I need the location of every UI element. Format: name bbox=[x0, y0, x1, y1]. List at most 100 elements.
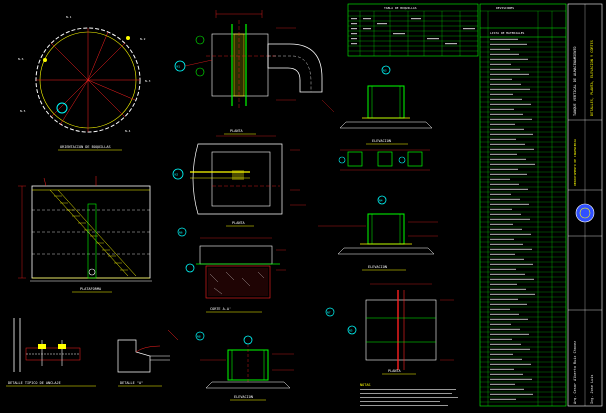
logo-seal bbox=[575, 203, 595, 223]
materials-row-text bbox=[490, 178, 510, 180]
elevation-view-title: PLATAFORMA bbox=[80, 287, 102, 291]
materials-row-text bbox=[490, 113, 523, 115]
materials-row-text bbox=[490, 98, 522, 100]
materials-row-text bbox=[490, 193, 511, 195]
materials-row-text bbox=[490, 173, 527, 175]
nozzle-n3-elevation-view: N3 ELEVACION bbox=[338, 65, 433, 171]
materials-row-text bbox=[490, 308, 510, 310]
anchor-detail-title: DETALLE TIPICO DE ANCLAJE bbox=[8, 381, 61, 385]
nozzle-elev-a-title: ELEVACION bbox=[372, 139, 391, 143]
materials-row-text bbox=[490, 138, 516, 140]
materials-row-text bbox=[490, 198, 520, 200]
svg-text:N-4: N-4 bbox=[125, 129, 131, 133]
materials-row-text bbox=[490, 258, 524, 260]
detail-a-title: DETALLE "A" bbox=[120, 381, 143, 385]
orientation-view-title: ORIENTACION DE BOQUILLAS bbox=[60, 145, 111, 149]
materials-list-table: REVISIONES LISTA DE MATERIALES bbox=[479, 3, 567, 407]
materials-row-text bbox=[490, 163, 535, 165]
nozzle-table: TABLA DE BOQUILLAS bbox=[347, 3, 479, 57]
nozzle-n4-elevation-view: N4 ELEVACION bbox=[318, 195, 438, 271]
section-a-a-view: CORTE A-A' bbox=[185, 237, 286, 313]
title-block-drawn-by: Ing. Jose Luis bbox=[590, 374, 594, 404]
tag-n7: N7 bbox=[327, 311, 331, 315]
materials-row-text bbox=[490, 148, 534, 150]
materials-row-text bbox=[490, 303, 527, 305]
materials-row-text bbox=[490, 63, 511, 65]
nozzle-n1-plan-view: N5 PLANTA bbox=[347, 283, 454, 375]
nozzle-plan-middle-view: N2 PLANTA bbox=[172, 135, 306, 227]
svg-text:N-1: N-1 bbox=[66, 15, 72, 19]
tag-n1: N1 bbox=[177, 65, 181, 69]
nozzle-n1-plan-title: PLANTA bbox=[388, 369, 402, 373]
materials-row-text bbox=[490, 328, 520, 330]
materials-row-text bbox=[490, 268, 516, 270]
materials-row-text bbox=[490, 53, 519, 55]
materials-row-text bbox=[490, 243, 523, 245]
materials-row-text bbox=[490, 368, 514, 370]
materials-row-text bbox=[490, 333, 529, 335]
title-block-content: DETALLES, PLANTA, ELEVACION Y CORTES bbox=[590, 40, 594, 116]
manhole-elevation-view: ELEVACION bbox=[200, 335, 294, 401]
materials-row-text bbox=[490, 78, 512, 80]
nozzle-plan-b-title: PLANTA bbox=[232, 221, 246, 225]
materials-row-text bbox=[490, 43, 527, 45]
materials-row-text bbox=[490, 48, 510, 50]
materials-row-text bbox=[490, 373, 523, 375]
tag-callouts: N6 N7 N8 bbox=[177, 227, 335, 341]
materials-row-text bbox=[490, 323, 511, 325]
materials-row-text bbox=[490, 378, 532, 380]
title-block-department: DEPARTAMENTO DE INGENIERIA bbox=[573, 139, 577, 186]
nozzle-elev-b-title: ELEVACION bbox=[368, 265, 387, 269]
nozzle-orientation-view: N-1N-2N-3 N-4N-5N-6 ORIENTACION DE BOQUI… bbox=[18, 15, 151, 151]
nozzle-table-title: TABLA DE BOQUILLAS bbox=[384, 6, 417, 10]
materials-row-text bbox=[490, 213, 521, 215]
materials-row-text bbox=[490, 298, 518, 300]
materials-row-text bbox=[490, 83, 521, 85]
materials-row-text bbox=[490, 363, 531, 365]
materials-row-text bbox=[490, 203, 529, 205]
materials-row-text bbox=[490, 393, 533, 395]
materials-row-text bbox=[490, 93, 513, 95]
materials-row-text bbox=[490, 353, 513, 355]
materials-row-text bbox=[490, 358, 522, 360]
materials-row-text bbox=[490, 168, 518, 170]
materials-row-text bbox=[490, 188, 528, 190]
materials-row-text bbox=[490, 343, 521, 345]
notes-block: NOTAS bbox=[360, 383, 458, 406]
materials-row-text bbox=[490, 123, 515, 125]
materials-row-text bbox=[490, 283, 517, 285]
materials-row-text bbox=[490, 73, 529, 75]
title-block-project: TANQUE VERTICAL DE ALMACENAMIENTO bbox=[573, 46, 577, 116]
notes-title: NOTAS bbox=[360, 383, 371, 387]
materials-row-text bbox=[490, 218, 530, 220]
title-block-author: Arq. Cesar Alberto Ruiz Chavez bbox=[573, 341, 577, 404]
materials-row-text bbox=[490, 153, 517, 155]
svg-text:N-5: N-5 bbox=[20, 109, 26, 113]
materials-row-text bbox=[490, 233, 531, 235]
materials-row-text bbox=[490, 38, 518, 40]
materials-row-text bbox=[490, 228, 522, 230]
materials-row-text bbox=[490, 338, 512, 340]
anchor-detail-view: DETALLE TIPICO DE ANCLAJE bbox=[6, 318, 96, 387]
materials-row-text bbox=[490, 58, 528, 60]
svg-text:N-2: N-2 bbox=[140, 37, 146, 41]
materials-row-text bbox=[490, 278, 534, 280]
materials-row-text bbox=[490, 288, 526, 290]
title-block: TANQUE VERTICAL DE ALMACENAMIENTO DETALL… bbox=[567, 3, 603, 407]
tag-n8: N8 bbox=[197, 335, 201, 339]
materials-row-text bbox=[490, 88, 530, 90]
tank-elevation-view: PLATAFORMA bbox=[18, 176, 152, 293]
materials-row-text bbox=[490, 293, 535, 295]
materials-row-text bbox=[490, 238, 514, 240]
materials-row-text bbox=[490, 128, 524, 130]
materials-row-text bbox=[490, 263, 533, 265]
materials-row-text bbox=[490, 388, 524, 390]
section-title: CORTE A-A' bbox=[210, 307, 231, 311]
manhole-elevation-title: ELEVACION bbox=[234, 395, 253, 399]
materials-row-text bbox=[490, 208, 512, 210]
materials-row-text bbox=[490, 103, 531, 105]
materials-row-text bbox=[490, 318, 528, 320]
materials-row-text bbox=[490, 143, 525, 145]
materials-row-text bbox=[490, 313, 519, 315]
